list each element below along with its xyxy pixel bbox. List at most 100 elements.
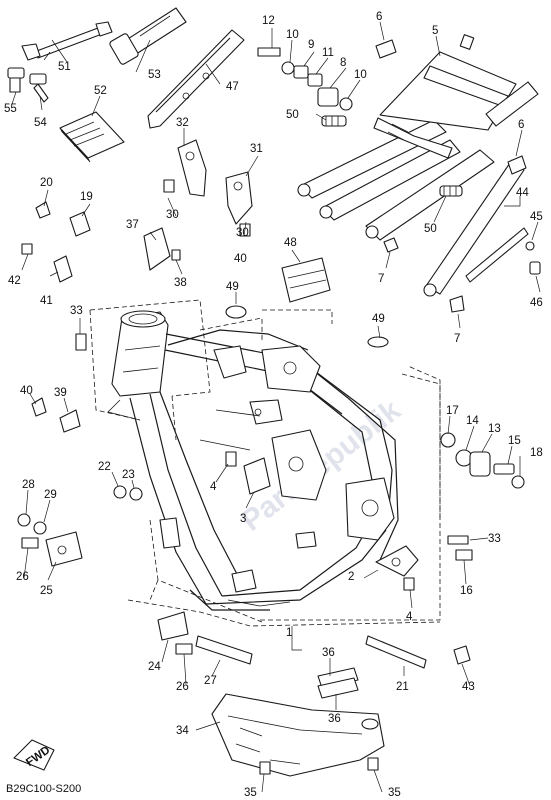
callout-4b: 4: [406, 611, 413, 623]
callout-53: 53: [148, 69, 161, 81]
callout-47: 47: [226, 81, 239, 93]
callout-4a: 4: [210, 481, 217, 493]
callout-19: 19: [80, 191, 93, 203]
tool-part: [109, 7, 187, 65]
callout-20: 20: [40, 177, 53, 189]
bolt-26a: [21, 537, 39, 549]
callout-46: 46: [530, 297, 543, 309]
callout-3: 3: [240, 513, 246, 525]
nut-42: [21, 243, 33, 255]
callout-15: 15: [508, 435, 521, 447]
callout-50a: 50: [286, 109, 299, 121]
callout-13: 13: [488, 423, 501, 435]
skid-plate-34: [211, 693, 385, 777]
bolt-21: [365, 635, 427, 669]
callout-29: 29: [44, 489, 57, 501]
bolt-33a: [75, 333, 87, 351]
owners-manual: [59, 111, 125, 159]
callout-6a: 6: [376, 11, 382, 23]
callout-11: 11: [322, 47, 334, 59]
callout-28: 28: [22, 479, 35, 491]
bolt-4a: [225, 451, 237, 467]
label-6b: [507, 155, 527, 175]
callout-48: 48: [284, 237, 297, 249]
grommet-49b: [367, 336, 389, 348]
callout-23: 23: [122, 469, 135, 481]
callout-16: 16: [460, 585, 473, 597]
callout-26b: 26: [176, 681, 189, 693]
part-19: [69, 211, 91, 237]
callout-40b: 40: [20, 385, 33, 397]
nut-28: [17, 513, 31, 527]
callout-22: 22: [98, 461, 111, 473]
callout-32: 32: [176, 117, 189, 129]
callout-37: 37: [126, 219, 139, 231]
bolt-35a: [259, 761, 271, 775]
callout-44: 44: [516, 187, 529, 199]
callout-36a: 36: [322, 647, 335, 659]
cover-48: [281, 257, 331, 303]
washer-23: [129, 487, 143, 501]
washer-29: [33, 521, 47, 535]
leader-lines: [11, 21, 541, 793]
callout-45: 45: [530, 211, 543, 223]
callout-10a: 10: [286, 29, 299, 41]
nut-22: [113, 485, 127, 499]
bracket-37: [143, 227, 171, 271]
callout-55: 55: [4, 103, 17, 115]
bolt-16: [455, 549, 473, 561]
callout-1: 1: [286, 627, 292, 639]
callout-40: 40: [234, 253, 247, 265]
callout-36b: 36: [328, 713, 341, 725]
clamp-50b: [439, 185, 463, 197]
callout-35b: 35: [388, 787, 401, 799]
bolt-35b: [367, 757, 379, 771]
bracket-32: [177, 139, 207, 197]
callout-54: 54: [34, 117, 47, 129]
callout-43: 43: [462, 681, 475, 693]
wrench-part: [21, 21, 113, 61]
main-frame: [107, 310, 399, 611]
label-6a: [375, 39, 397, 59]
callout-50b: 50: [424, 223, 437, 235]
callout-30a: 30: [166, 209, 179, 221]
callout-42: 42: [8, 275, 21, 287]
bracket-41: [53, 255, 73, 283]
bolt-54: [29, 73, 49, 103]
spacer-stack: [257, 47, 353, 111]
callout-21: 21: [396, 681, 409, 693]
pad-36a: [317, 667, 359, 689]
bracket-24: [157, 611, 189, 641]
callout-51: 51: [58, 61, 71, 73]
callout-41: 41: [40, 295, 53, 307]
callout-8: 8: [340, 57, 346, 69]
callout-26a: 26: [16, 571, 29, 583]
bracket-2: [375, 545, 419, 577]
strap-44: [465, 227, 529, 283]
callout-12: 12: [262, 15, 275, 27]
bolt-33b: [447, 535, 469, 545]
callout-35a: 35: [244, 787, 257, 799]
callout-7a: 7: [378, 273, 384, 285]
fwd-arrow-icon: FWD: [13, 739, 55, 771]
bracket-3: [243, 457, 271, 495]
callout-7b: 7: [454, 333, 460, 345]
callout-52: 52: [94, 85, 107, 97]
rear-subframe: [297, 34, 539, 297]
plate-25: [45, 531, 83, 567]
chain-guide: [147, 29, 245, 129]
callout-49b: 49: [372, 313, 385, 325]
callout-14: 14: [466, 415, 479, 427]
callout-17: 17: [446, 405, 459, 417]
washer-17: [440, 432, 456, 448]
diagram-code: B29C100-S200: [6, 783, 81, 795]
grommet-49a: [225, 305, 247, 319]
callout-10b: 10: [354, 69, 367, 81]
callout-numbers: 51 53 47 12 10 9 11 8 10 6 5 55 54 52 50…: [4, 11, 543, 799]
callout-27: 27: [204, 675, 217, 687]
callout-6b: 6: [518, 119, 524, 131]
part-43: [453, 645, 471, 665]
bushing-13: [469, 451, 491, 477]
